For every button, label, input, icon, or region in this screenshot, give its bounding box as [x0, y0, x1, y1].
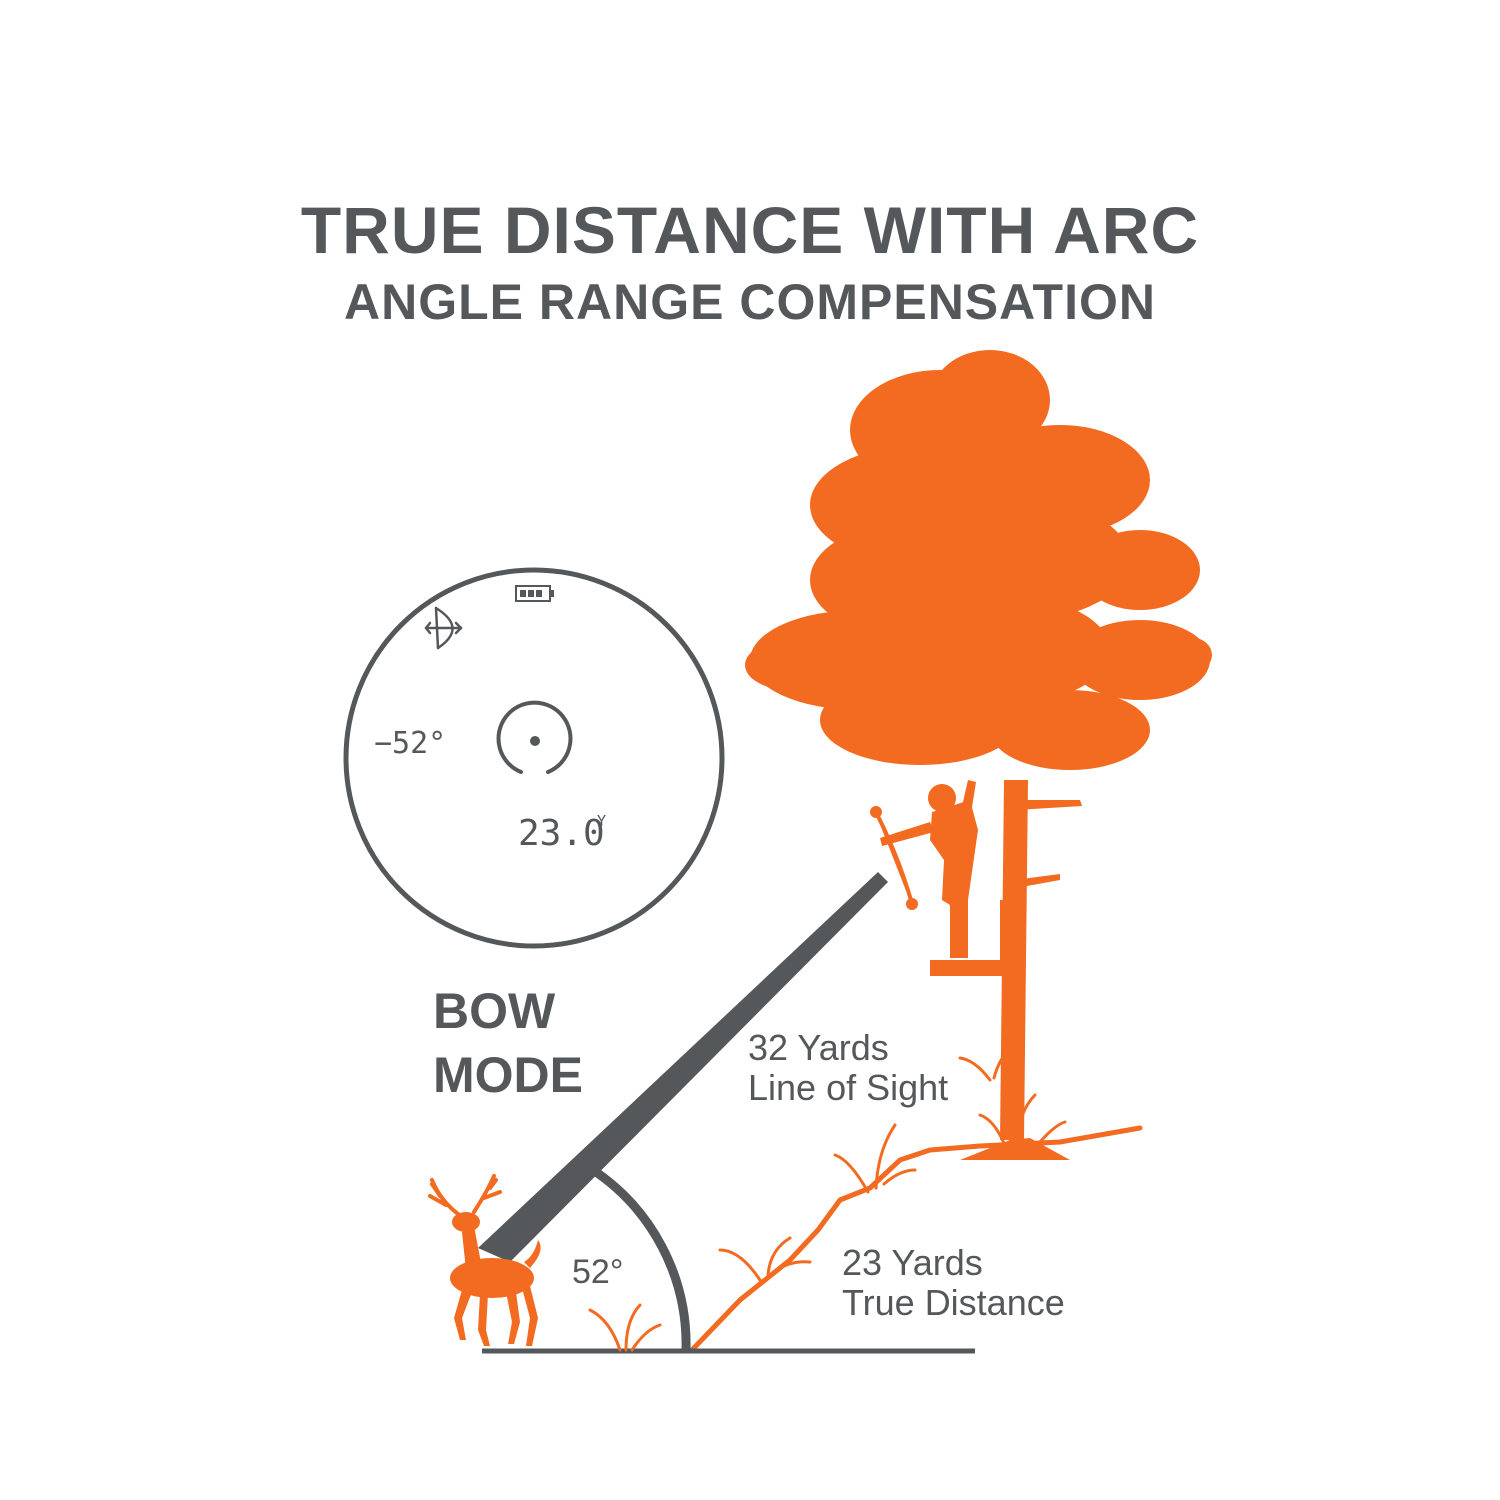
deer	[450, 1212, 541, 1346]
diagram-title: TRUE DISTANCE WITH ARC	[300, 193, 1200, 267]
line-of-sight-yards: 32 Yards	[748, 1027, 889, 1068]
reticle-icon	[496, 700, 573, 774]
angle-readout: −52°	[374, 726, 446, 761]
distance-unit: Y	[597, 812, 606, 830]
bow-mode-line1: BOW	[433, 983, 556, 1039]
true-distance-yards: 23 Yards	[842, 1242, 983, 1283]
tree	[745, 350, 1212, 1160]
rangefinder-view: −52° 23.0 Y	[343, 567, 725, 949]
scope-outline	[343, 567, 725, 949]
line-of-sight-caption: Line of Sight	[748, 1067, 948, 1108]
bow-icon	[424, 606, 463, 650]
bow-mode-line2: MODE	[433, 1047, 583, 1103]
distance-readout: 23.0	[518, 813, 605, 854]
true-distance-caption: True Distance	[842, 1282, 1065, 1323]
battery-icon	[515, 585, 554, 602]
angle-label: 52°	[572, 1253, 623, 1291]
hunter-in-treestand	[870, 780, 1010, 976]
angle-arc	[587, 1164, 691, 1351]
line-of-sight-beam	[478, 872, 888, 1262]
diagram-subtitle: ANGLE RANGE COMPENSATION	[344, 274, 1156, 330]
grass-tufts	[588, 1043, 1067, 1352]
deer-antlers	[428, 1174, 502, 1216]
